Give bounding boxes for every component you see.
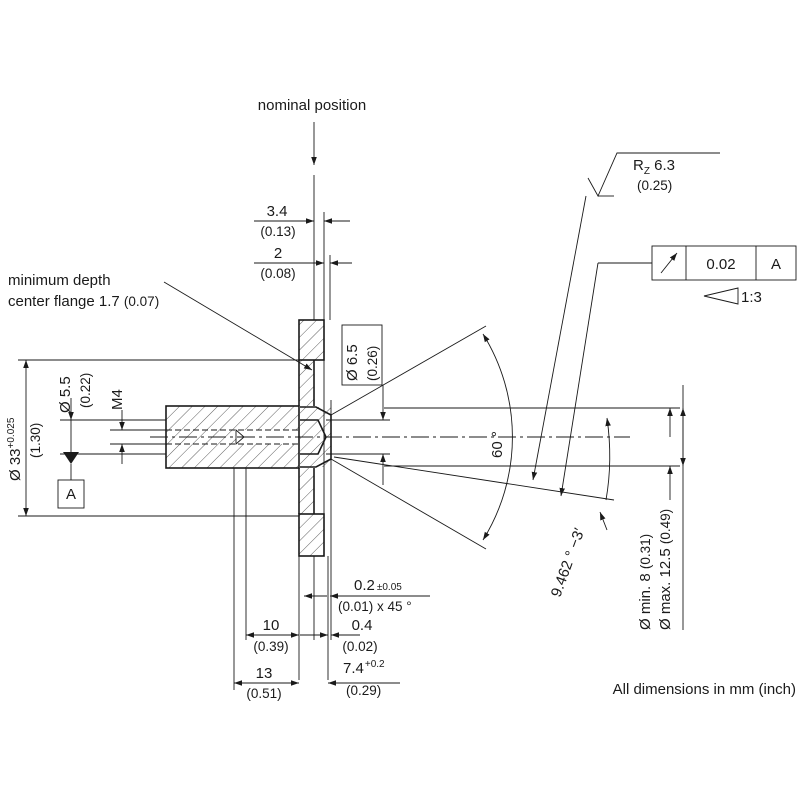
svg-text:Ø max. 12.5 (0.49): Ø max. 12.5 (0.49) xyxy=(657,509,674,630)
min-depth-note: minimum depth center flange 1.7 (0.07) xyxy=(8,272,313,371)
thread-m4: M4 xyxy=(109,389,166,464)
svg-text:(0.22): (0.22) xyxy=(78,373,93,408)
svg-text:M4: M4 xyxy=(109,389,126,410)
dia-6-5: Ø 6.5 (0.26) xyxy=(326,324,390,485)
dia-min-max: Ø min. 8 (0.31) Ø max. 12.5 (0.49) xyxy=(637,385,686,630)
flange-lower xyxy=(299,514,324,556)
part-geometry xyxy=(150,319,630,557)
dim-7-4: 7.4+0.2 (0.29) xyxy=(328,659,400,698)
svg-text:1:3: 1:3 xyxy=(741,289,762,306)
datum-a: A xyxy=(57,420,85,509)
flange-upper xyxy=(299,320,324,360)
svg-text:0.02: 0.02 xyxy=(706,256,735,273)
svg-text:Ø 5.5: Ø 5.5 xyxy=(57,376,74,413)
dia-5-5: Ø 5.5 (0.22) xyxy=(57,373,166,455)
svg-text:(0.25): (0.25) xyxy=(637,178,672,193)
dim-3-4: 3.4 (0.13) xyxy=(254,203,350,320)
svg-text:(0.51): (0.51) xyxy=(246,686,281,701)
svg-text:(0.08): (0.08) xyxy=(260,266,295,281)
svg-text:Ø min. 8 (0.31): Ø min. 8 (0.31) xyxy=(637,534,654,630)
nominal-position-group: nominal position xyxy=(258,97,366,320)
svg-text:(0.13): (0.13) xyxy=(260,224,295,239)
svg-text:(1.30): (1.30) xyxy=(28,423,43,458)
svg-text:9.462 ° −3′: 9.462 ° −3′ xyxy=(548,526,589,599)
dia-33: Ø 33+0.025 (1.30) xyxy=(6,359,299,517)
dim-10: 10 (0.39) xyxy=(245,468,299,654)
svg-text:(0.26): (0.26) xyxy=(365,346,380,381)
svg-text:7.4+0.2: 7.4+0.2 xyxy=(343,659,385,677)
svg-text:(0.02): (0.02) xyxy=(342,639,377,654)
svg-text:RZ 6.3: RZ 6.3 xyxy=(633,157,675,177)
svg-text:Ø 33+0.025: Ø 33+0.025 xyxy=(6,417,24,481)
units-note: All dimensions in mm (inch) xyxy=(613,681,796,698)
svg-text:(0.39): (0.39) xyxy=(253,639,288,654)
svg-text:Ø 6.5: Ø 6.5 xyxy=(344,344,361,381)
svg-text:0.2±0.05: 0.2±0.05 xyxy=(354,577,402,594)
runout-frame: 0.02 A 1:3 xyxy=(559,245,797,497)
nominal-position-label: nominal position xyxy=(258,97,366,114)
chamfer: 0.2±0.05 (0.01) x 45 ° xyxy=(298,556,430,680)
svg-text:0.4: 0.4 xyxy=(352,617,373,634)
svg-text:13: 13 xyxy=(256,665,273,682)
svg-text:center flange 1.7 (0.07): center flange 1.7 (0.07) xyxy=(8,293,159,310)
dim-2: 2 (0.08) xyxy=(254,245,352,320)
svg-text:A: A xyxy=(66,486,76,503)
svg-text:10: 10 xyxy=(263,617,280,634)
angle-60: 60 ° xyxy=(330,325,513,550)
taper-icon xyxy=(703,287,739,305)
svg-text:60 °: 60 ° xyxy=(489,431,506,458)
svg-text:3.4: 3.4 xyxy=(267,203,288,220)
dim-13: 13 (0.51) xyxy=(233,468,299,701)
svg-text:A: A xyxy=(771,256,781,273)
svg-text:2: 2 xyxy=(274,245,282,262)
svg-text:(0.01) x 45 °: (0.01) x 45 ° xyxy=(338,599,412,614)
surface-roughness: RZ 6.3 (0.25) xyxy=(531,152,720,481)
svg-text:(0.29): (0.29) xyxy=(346,683,381,698)
svg-text:minimum depth: minimum depth xyxy=(8,272,111,289)
dim-0-4: 0.4 (0.02) xyxy=(300,475,378,654)
runout-arrow-icon xyxy=(660,252,678,274)
